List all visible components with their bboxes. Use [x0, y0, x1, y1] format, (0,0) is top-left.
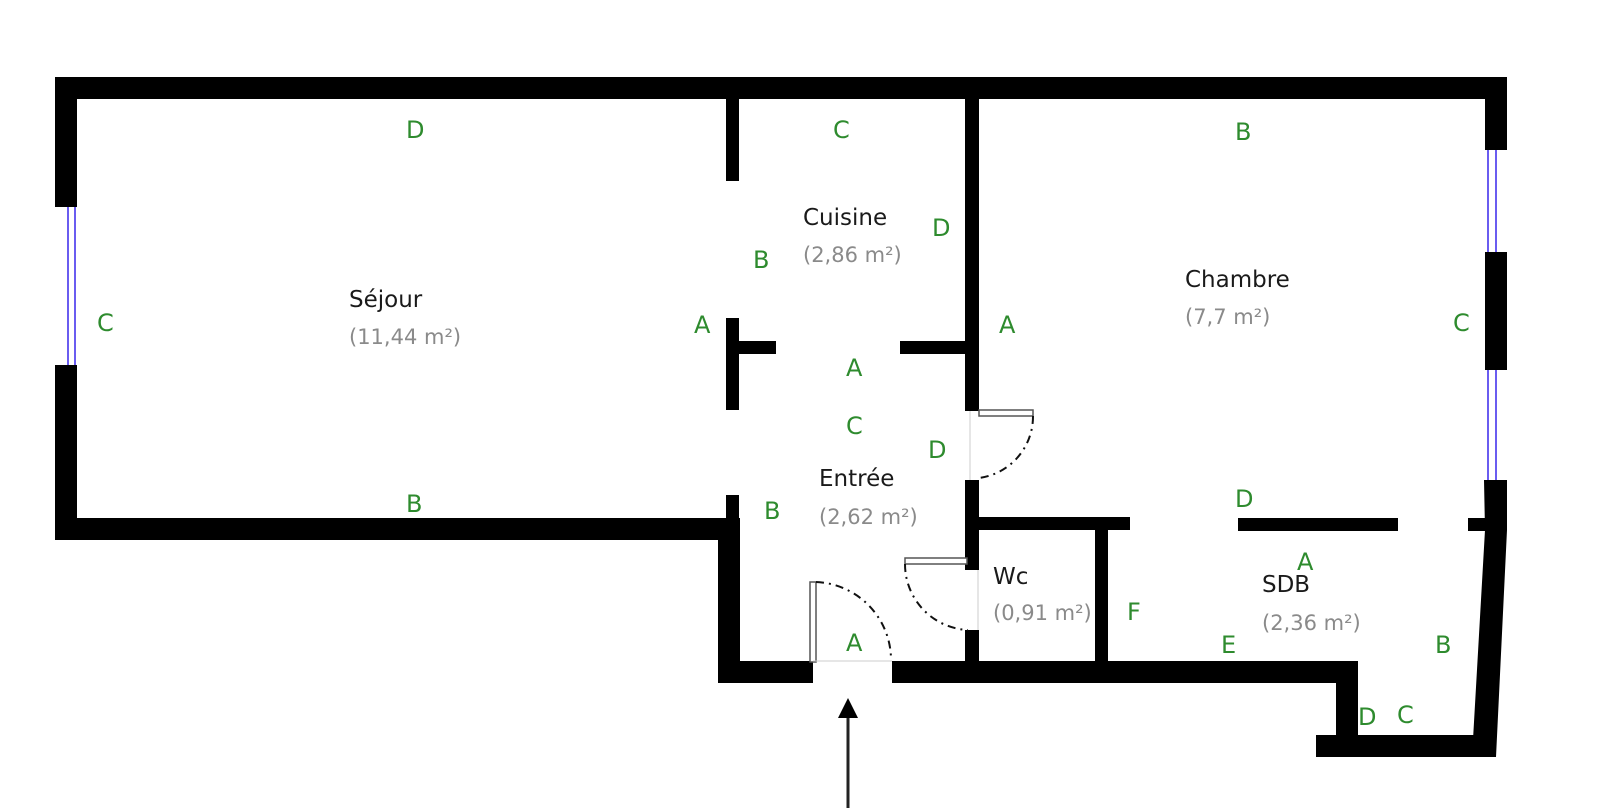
- left-wall-lower: [55, 365, 77, 540]
- chambre-window-lower: [1487, 370, 1497, 480]
- right-wall-top: [1485, 77, 1507, 150]
- wall-label: C: [1453, 309, 1470, 337]
- wall-label: B: [406, 490, 422, 518]
- room-chambre: Chambre (7,7 m²): [1185, 267, 1290, 329]
- bottom-wall-right: [892, 661, 1357, 683]
- wall-label: A: [846, 354, 863, 382]
- bottom-wall-left: [718, 661, 813, 683]
- wall-label: E: [1221, 631, 1236, 659]
- room-area: (11,44 m²): [349, 325, 461, 349]
- room-name: SDB: [1262, 572, 1310, 598]
- right-wall-middle: [1485, 252, 1507, 370]
- room-name: Entrée: [819, 466, 894, 492]
- room-cuisine: Cuisine (2,86 m²): [803, 205, 902, 267]
- cuisine-entree-stub-right: [900, 341, 979, 354]
- chambre-sdb-partition: [1238, 518, 1398, 531]
- wall-label: C: [97, 309, 114, 337]
- sejour-cuisine-stub-top: [726, 99, 739, 181]
- wall-label: D: [928, 436, 946, 464]
- wall-label: C: [833, 116, 850, 144]
- wall-label: B: [753, 246, 769, 274]
- chambre-window-upper: [1487, 150, 1497, 252]
- room-name: Séjour: [349, 287, 423, 313]
- wall-label: A: [1297, 548, 1314, 576]
- cuisine-entree-stub-left: [726, 341, 776, 354]
- room-name: Wc: [993, 564, 1028, 590]
- wall-labels: D C B A C D B A B A C D C D B A F A E B …: [97, 116, 1470, 731]
- wc-sdb-wall: [1095, 517, 1108, 667]
- wall-label: D: [1235, 485, 1253, 513]
- exterior-walls: [55, 77, 1507, 757]
- wall-label: D: [932, 214, 950, 242]
- wall-label: D: [1358, 703, 1376, 731]
- room-sejour: Séjour (11,44 m²): [349, 287, 461, 349]
- slanted-right-wall: [1472, 480, 1507, 757]
- chambre-door[interactable]: [969, 409, 1035, 480]
- room-area: (0,91 m²): [993, 601, 1092, 625]
- windows: [67, 150, 1497, 480]
- wall-label: B: [1235, 118, 1251, 146]
- room-area: (2,62 m²): [819, 505, 918, 529]
- entree-left-stub: [726, 495, 739, 525]
- chambre-wc-wall: [965, 517, 1130, 530]
- room-area: (2,36 m²): [1262, 611, 1361, 635]
- wall-label: A: [999, 311, 1016, 339]
- sdb-step-wall: [1336, 661, 1358, 756]
- room-wc: Wc (0,91 m²): [993, 564, 1092, 625]
- wall-label: A: [694, 311, 711, 339]
- wall-label: D: [406, 116, 424, 144]
- sejour-cuisine-stub-mid: [726, 318, 739, 410]
- entree-left-wall: [718, 518, 740, 683]
- entrance-arrow-icon: [838, 698, 858, 808]
- wall-label: C: [1397, 701, 1414, 729]
- room-name: Cuisine: [803, 205, 887, 231]
- wall-label: F: [1127, 598, 1141, 626]
- wall-label: C: [846, 412, 863, 440]
- cuisine-chambre-wall: [965, 99, 979, 411]
- wall-label: B: [1435, 631, 1451, 659]
- wc-door[interactable]: [903, 557, 979, 631]
- left-wall-upper: [55, 77, 77, 207]
- wall-label: A: [846, 629, 863, 657]
- chambre-sdb-stub-right: [1468, 518, 1490, 531]
- room-entree: Entrée (2,62 m²): [819, 466, 918, 529]
- room-area: (7,7 m²): [1185, 305, 1270, 329]
- interior-walls: [726, 99, 1490, 670]
- entrance-door[interactable]: [809, 581, 893, 663]
- room-sdb: SDB (2,36 m²): [1262, 572, 1361, 635]
- sejour-bottom-wall: [55, 518, 740, 540]
- top-wall: [55, 77, 1507, 99]
- room-area: (2,86 m²): [803, 243, 902, 267]
- sejour-window: [67, 207, 76, 365]
- room-name: Chambre: [1185, 267, 1290, 293]
- wall-label: B: [764, 497, 780, 525]
- wc-left-wall-lower: [965, 630, 979, 670]
- sdb-bottom-wall: [1316, 735, 1476, 757]
- doors: [809, 409, 1035, 663]
